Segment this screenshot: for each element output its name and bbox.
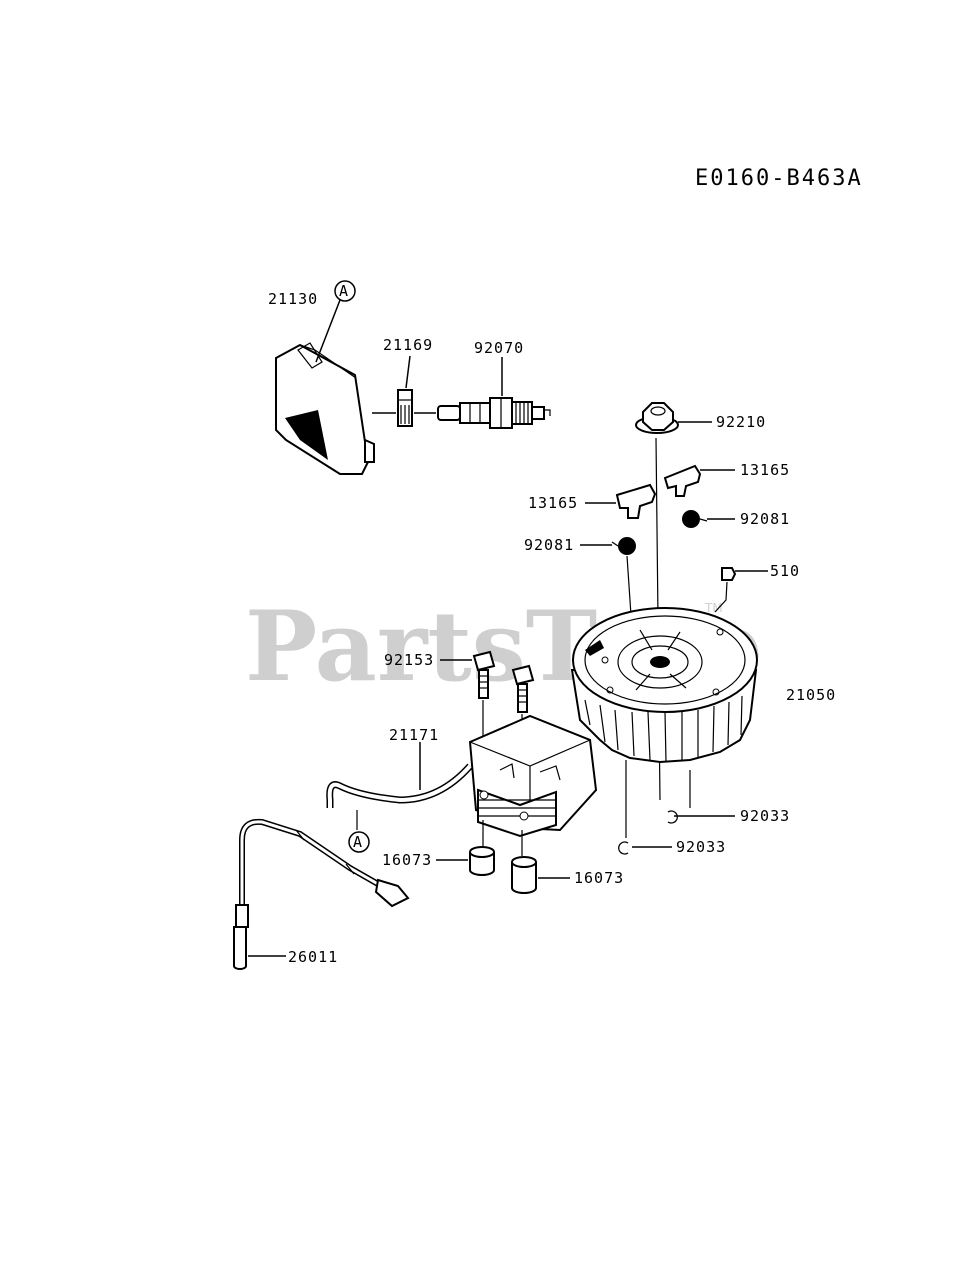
flywheel-key-part[interactable] [721,567,737,581]
label-92081-left: 92081 [524,536,574,554]
clip-left-part[interactable] [618,841,629,855]
diagram-code: E0160-B463A [695,166,863,191]
callout-circle-top [334,280,356,302]
spring-left-part[interactable] [611,537,636,555]
label-16073-left: 16073 [382,851,432,869]
label-21050: 21050 [786,686,836,704]
label-13165-left: 13165 [528,494,578,512]
flywheel-nut-part[interactable] [635,402,679,434]
label-16073-right: 16073 [574,869,624,887]
pawl-left-part[interactable] [615,483,657,519]
label-92081-right: 92081 [740,510,790,528]
label-92070: 92070 [474,339,524,357]
label-21169: 21169 [383,336,433,354]
callout-letter-top: A [339,282,349,300]
label-92033-right: 92033 [740,807,790,825]
screw-left-part[interactable] [472,650,496,699]
spacer-left-part[interactable] [469,846,495,876]
ignition-coil-part[interactable] [468,714,598,838]
label-92153: 92153 [384,651,434,669]
label-92033-left: 92033 [676,838,726,856]
label-21171: 21171 [389,726,439,744]
label-510: 510 [770,562,800,580]
label-26011: 26011 [288,948,338,966]
leader-21169 [405,355,411,389]
callout-circle-bottom [348,831,370,853]
flywheel-part[interactable] [570,607,758,764]
clip-right-part[interactable] [667,810,678,824]
label-13165-right: 13165 [740,461,790,479]
spark-plug-part[interactable] [437,397,551,429]
leader-21130 [315,299,341,363]
plug-cap-part[interactable] [397,389,413,427]
screw-right-part[interactable] [511,664,535,713]
callout-letter-bottom: A [353,833,363,851]
stop-lead-wire-part[interactable] [233,818,410,970]
pawl-right-part[interactable] [663,464,702,497]
label-92210: 92210 [716,413,766,431]
watermark-trademark: TM [704,601,723,615]
spacer-right-part[interactable] [511,856,537,894]
spring-right-part[interactable] [682,510,708,528]
ignition-cover-part[interactable] [275,342,375,475]
axis-line-key [714,581,728,613]
label-21130: 21130 [268,290,318,308]
